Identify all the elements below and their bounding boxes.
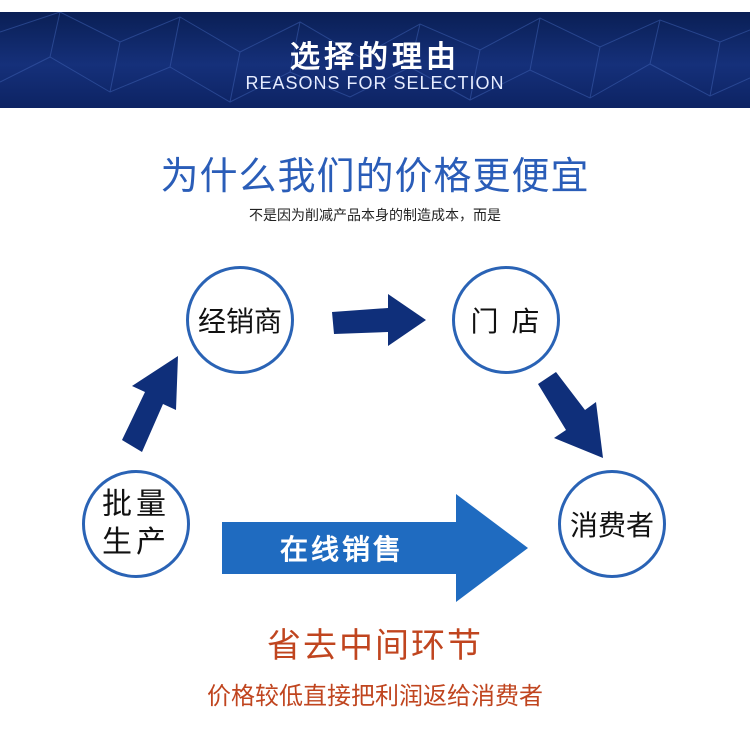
online-sales-arrow (222, 494, 528, 602)
node-distributor: 经销商 (186, 266, 294, 374)
node-mass-production: 批量 生产 (82, 470, 190, 578)
banner-mesh-pattern (0, 12, 750, 103)
arrow-to-distributor (122, 356, 178, 452)
node-consumer-label: 消费者 (569, 509, 654, 542)
header-banner: 选择的理由 REASONS FOR SELECTION (0, 12, 750, 108)
banner-title: 选择的理由 (290, 40, 460, 75)
node-store: 门 店 (452, 266, 560, 374)
headline: 为什么我们的价格更便宜 (160, 154, 590, 198)
node-mass-production-line1: 批量 (102, 487, 170, 522)
banner-subtitle: REASONS FOR SELECTION (245, 73, 505, 93)
node-store-label: 门 店 (470, 305, 542, 338)
node-consumer: 消费者 (558, 470, 666, 578)
online-sales-label: 在线销售 (279, 533, 404, 566)
tagline-sub: 价格较低直接把利润返给消费者 (207, 682, 543, 710)
subline: 不是因为削减产品本身的制造成本，而是 (249, 208, 501, 224)
node-mass-production-line2: 生产 (102, 525, 170, 560)
arrow-to-consumer (538, 372, 603, 458)
node-distributor-label: 经销商 (197, 305, 282, 338)
arrow-to-store (332, 294, 426, 346)
tagline: 省去中间环节 (267, 626, 483, 666)
